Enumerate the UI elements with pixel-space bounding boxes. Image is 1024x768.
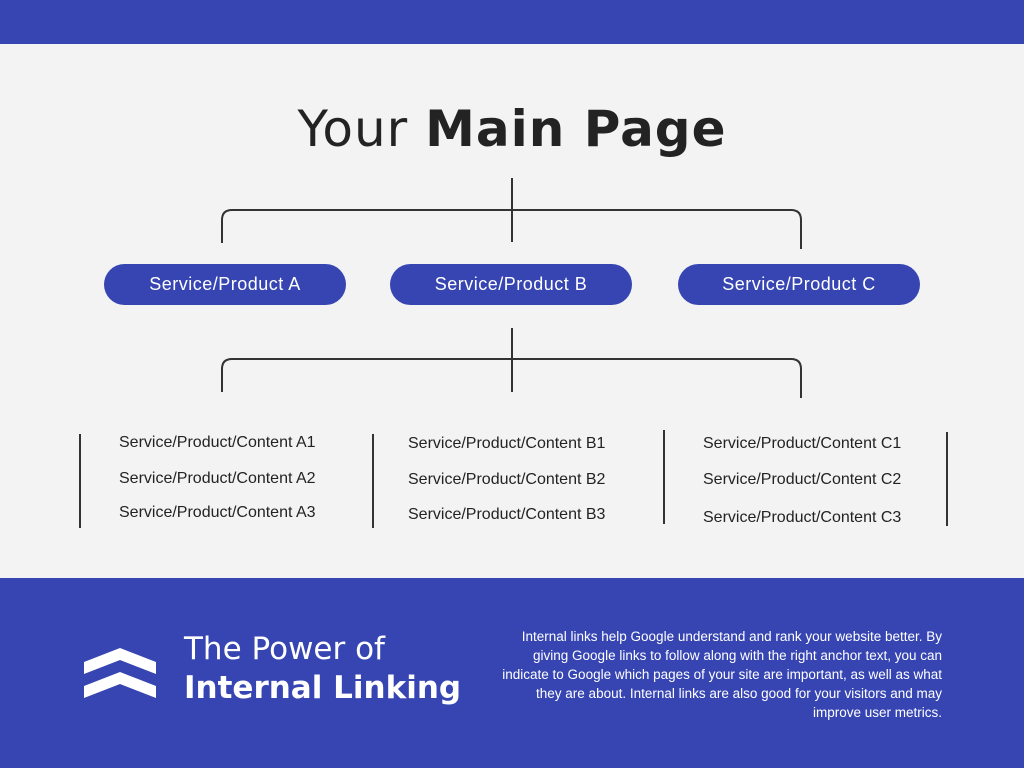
footer-description: Internal links help Google understand an…: [502, 629, 942, 720]
service-product-b-pill[interactable]: Service/Product B: [390, 264, 632, 305]
lower-bracket: [221, 358, 802, 398]
content-item-c3[interactable]: Service/Product/Content C3: [703, 509, 902, 526]
top-banner: [0, 0, 1024, 44]
footer-heading: The Power of Internal Linking: [184, 630, 461, 708]
content-item-a2[interactable]: Service/Product/Content A2: [119, 470, 316, 487]
content-item-a3[interactable]: Service/Product/Content A3: [119, 504, 316, 521]
upper-bracket: [221, 209, 802, 249]
column-divider: [372, 434, 374, 528]
footer-banner: [0, 578, 1024, 768]
footer-heading-line1: The Power of: [184, 631, 385, 667]
content-item-c1[interactable]: Service/Product/Content C1: [703, 435, 902, 452]
tree-connectors: [221, 178, 802, 398]
column-divider: [79, 434, 81, 528]
double-chevron-up-icon: [84, 648, 156, 698]
content-item-a1[interactable]: Service/Product/Content A1: [119, 434, 316, 451]
footer-heading-line2: Internal Linking: [184, 670, 462, 706]
content-item-b3[interactable]: Service/Product/Content B3: [408, 506, 606, 523]
content-item-b1[interactable]: Service/Product/Content B1: [408, 435, 606, 452]
column-divider: [946, 432, 948, 526]
page-title: Your Main Page: [0, 100, 1024, 158]
title-light: Your: [297, 100, 426, 158]
content-item-b2[interactable]: Service/Product/Content B2: [408, 471, 606, 488]
column-divider: [663, 430, 665, 524]
title-bold: Main Page: [425, 100, 727, 158]
content-item-c2[interactable]: Service/Product/Content C2: [703, 471, 902, 488]
service-product-a-pill[interactable]: Service/Product A: [104, 264, 346, 305]
service-product-c-pill[interactable]: Service/Product C: [678, 264, 920, 305]
